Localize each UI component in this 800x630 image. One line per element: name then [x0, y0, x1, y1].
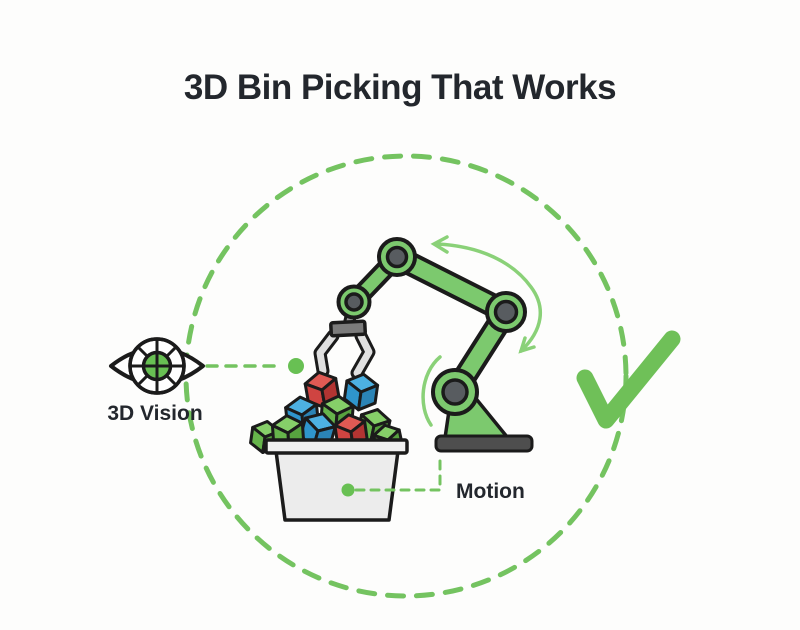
base-rotation-arc	[421, 355, 442, 427]
eye-spoke	[136, 345, 149, 358]
bin-body	[274, 449, 400, 522]
checkmark-icon	[576, 330, 681, 429]
cube-pile	[249, 370, 404, 457]
robot-arm-icon	[313, 237, 534, 453]
eye-iris-ring	[128, 337, 186, 395]
motion-label: Motion	[456, 480, 525, 503]
page-title: 3D Bin Picking That Works	[183, 68, 617, 107]
gripper-claw	[313, 300, 376, 380]
bin-rim	[264, 438, 409, 455]
vision-label: 3D Vision	[107, 402, 203, 425]
parts-bin-icon	[249, 370, 409, 522]
vision-connector	[205, 358, 304, 374]
dashed-cycle-circle	[183, 153, 629, 599]
eye-spoke	[165, 374, 178, 387]
motion-connector	[341, 453, 442, 497]
motion-dot	[341, 483, 355, 497]
eye-spoke	[165, 345, 178, 358]
arrowhead	[430, 235, 449, 254]
vision-eye-icon	[109, 337, 205, 395]
cube-blue	[342, 372, 380, 412]
robot-base-plate	[434, 434, 534, 453]
rotation-arrow-icon	[421, 235, 542, 427]
eye-spoke	[136, 374, 149, 387]
vision-dot	[288, 358, 304, 374]
arrowhead	[518, 336, 536, 354]
